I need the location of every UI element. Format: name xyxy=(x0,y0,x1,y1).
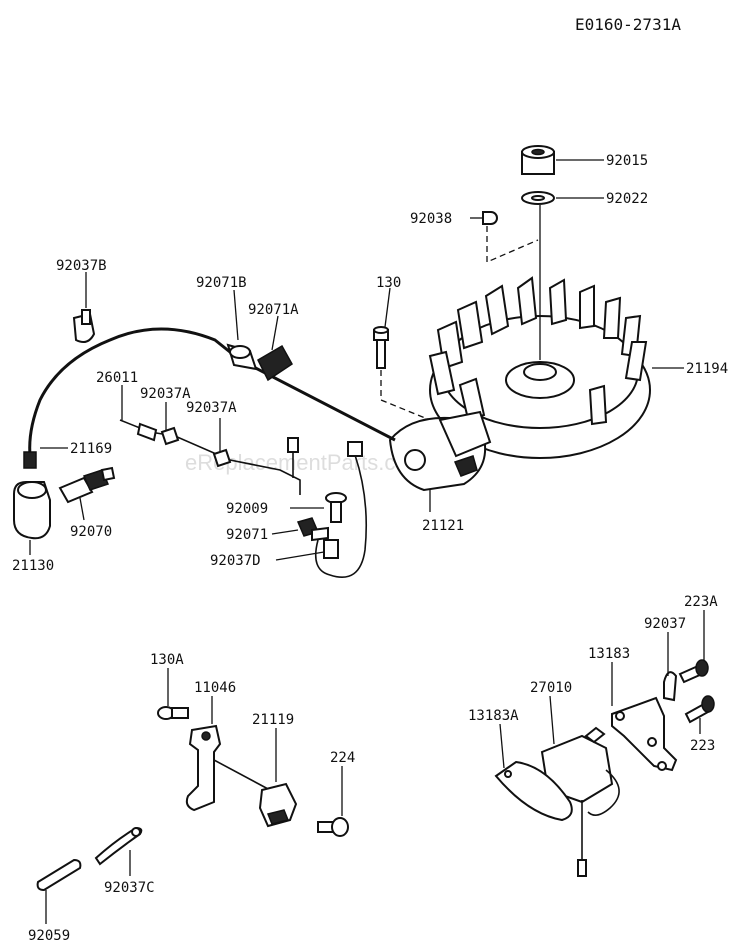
drawing-code: E0160-2731A xyxy=(575,15,681,34)
label-92037: 92037 xyxy=(644,616,686,632)
key-92038[interactable] xyxy=(482,211,498,225)
label-21119: 21119 xyxy=(252,712,294,728)
high-tension-lead xyxy=(28,327,396,456)
label-92038: 92038 xyxy=(410,211,452,227)
label-13183A: 13183A xyxy=(468,708,519,724)
screw-223A[interactable] xyxy=(678,659,709,684)
spark-plug-92070[interactable] xyxy=(58,466,116,504)
nut-92015[interactable] xyxy=(521,145,555,175)
label-92037C: 92037C xyxy=(104,880,155,896)
label-21194: 21194 xyxy=(686,361,728,377)
clamp-92037B[interactable] xyxy=(72,309,96,343)
washer-92022[interactable] xyxy=(521,191,555,205)
bolt-130A[interactable] xyxy=(157,706,189,720)
clamp-92071B[interactable] xyxy=(226,343,258,371)
label-11046: 11046 xyxy=(194,680,236,696)
label-92015: 92015 xyxy=(606,153,648,169)
ignition-coil-21121[interactable] xyxy=(388,410,492,492)
label-92071: 92071 xyxy=(226,527,268,543)
label-92009: 92009 xyxy=(226,501,268,517)
pin-92059[interactable] xyxy=(36,858,82,892)
flywheel-fins xyxy=(428,276,648,426)
bolt-92009[interactable] xyxy=(325,492,347,523)
label-92037D: 92037D xyxy=(210,553,261,569)
bolt-130[interactable] xyxy=(373,326,389,369)
label-92070: 92070 xyxy=(70,524,112,540)
label-92022: 92022 xyxy=(606,191,648,207)
label-26011: 26011 xyxy=(96,370,138,386)
label-223A: 223A xyxy=(684,594,718,610)
label-224: 224 xyxy=(330,750,355,766)
spring-21169[interactable] xyxy=(23,451,37,469)
label-130A: 130A xyxy=(150,652,184,668)
label-92071B: 92071B xyxy=(196,275,247,291)
label-223: 223 xyxy=(690,738,715,754)
plate-13183A[interactable] xyxy=(494,760,573,822)
label-27010: 27010 xyxy=(530,680,572,696)
screw-223[interactable] xyxy=(684,695,715,724)
label-130: 130 xyxy=(376,275,401,291)
stop-wire xyxy=(314,454,367,578)
clamp-92037D[interactable] xyxy=(323,539,339,559)
bracket-11046[interactable] xyxy=(185,724,271,812)
label-21121: 21121 xyxy=(422,518,464,534)
clamp-92071A[interactable] xyxy=(257,344,293,382)
label-21169: 21169 xyxy=(70,441,112,457)
label-92037A-1: 92037A xyxy=(140,386,191,402)
switch-21119[interactable] xyxy=(258,782,298,828)
label-92059: 92059 xyxy=(28,928,70,944)
label-92071A: 92071A xyxy=(248,302,299,318)
clip-92037[interactable] xyxy=(663,671,678,702)
bracket-13183[interactable] xyxy=(611,696,678,772)
clip-92037C[interactable] xyxy=(94,826,143,866)
plug-cap-21130[interactable] xyxy=(13,481,51,540)
screw-224[interactable] xyxy=(317,817,349,837)
label-92037B: 92037B xyxy=(56,258,107,274)
clamp-92071[interactable] xyxy=(296,517,329,542)
label-13183: 13183 xyxy=(588,646,630,662)
label-92037A-2: 92037A xyxy=(186,400,237,416)
label-21130: 21130 xyxy=(12,558,54,574)
harness-26011[interactable] xyxy=(119,419,301,495)
